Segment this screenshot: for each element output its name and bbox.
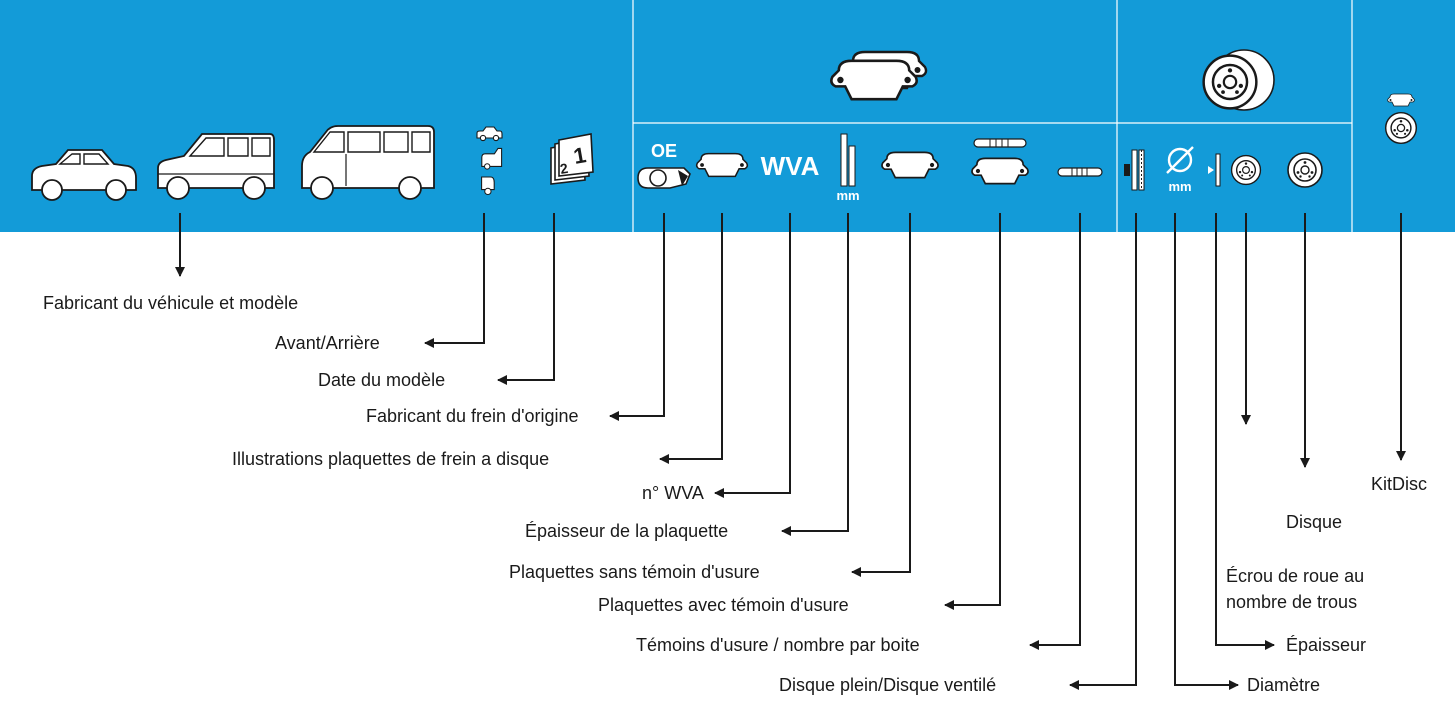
calendar-icon: 1 2: [550, 133, 594, 185]
label-disc: Disque: [1286, 512, 1343, 532]
oe-caliper-icon: OE: [637, 141, 691, 189]
kitdisc-icon: [1384, 93, 1418, 145]
label-vehicle: Fabricant du véhicule et modèle: [43, 293, 299, 313]
label-wear-indicators: Témoins d'usure / nombre par boite: [636, 635, 920, 655]
mm-text-pad: mm: [836, 188, 859, 203]
label-wva: n° WVA: [642, 483, 704, 503]
svg-text:2: 2: [559, 160, 570, 177]
label-diameter: Diamètre: [1247, 675, 1321, 695]
connector-lines: [175, 213, 1406, 690]
label-oe-manufacturer: Fabricant du frein d'origine: [366, 406, 579, 426]
svg-text:OE: OE: [651, 141, 677, 161]
pad-with-wear-indicator-icon: [971, 138, 1029, 185]
label-thickness: Épaisseur: [1286, 635, 1367, 655]
sedan-car-icon: [31, 149, 137, 201]
diameter-icon: [1166, 146, 1194, 174]
disc-thickness-icon: [1208, 153, 1221, 187]
mm-text-disc: mm: [1168, 179, 1191, 194]
label-pad-thickness: Épaisseur de la plaquette: [525, 521, 729, 541]
wear-indicator-icon: [1057, 167, 1103, 177]
solid-vented-disc-icon: [1124, 149, 1145, 191]
wva-text: WVA: [761, 151, 820, 181]
label-wheel-nut-line1: Écrou de roue au: [1226, 566, 1365, 586]
disc-icon: [1287, 152, 1323, 188]
suv-icon: [157, 133, 275, 200]
svg-text:1: 1: [572, 142, 588, 169]
header-dividers: [632, 0, 1353, 232]
label-model-date: Date du modèle: [318, 370, 446, 390]
pad-thickness-icon: [840, 133, 856, 187]
header-band: [0, 0, 1455, 232]
brake-discs-group-icon: [1202, 49, 1275, 111]
label-pads-without-indicator: Plaquettes sans témoin d'usure: [509, 562, 760, 582]
label-kitdisc: KitDisc: [1371, 474, 1428, 494]
label-front-rear: Avant/Arrière: [275, 333, 380, 353]
label-wheel-nut-line2: nombre de trous: [1226, 592, 1358, 612]
label-pads-with-indicator: Plaquettes avec témoin d'usure: [598, 595, 849, 615]
wheel-nut-holes-icon: [1230, 154, 1262, 186]
label-solid-vented: Disque plein/Disque ventilé: [779, 675, 997, 695]
front-rear-axle-icon: [476, 126, 503, 196]
van-icon: [301, 125, 435, 200]
label-pad-illustrations: Illustrations plaquettes de frein a disq…: [232, 449, 550, 469]
